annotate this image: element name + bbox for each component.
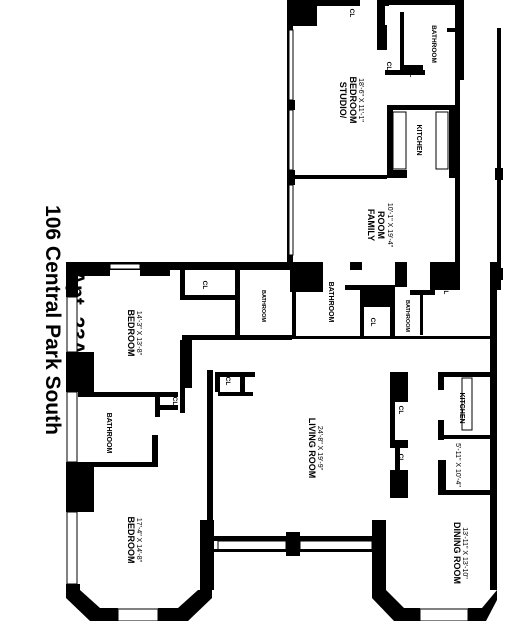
living-room-dims: 24'-8" X 19'-9"	[316, 426, 323, 471]
room-kitchen-bottom-dims: 5'-11" X 10'-4"	[454, 443, 461, 487]
room-bedroom-top: BEDROOM 14'-3" X 13'-8"	[126, 310, 142, 357]
bath-mid1-name: BATHROOM	[260, 290, 266, 322]
closet-1: CL	[348, 9, 355, 18]
room-studio-bedroom: STUDIO/ BEDROOM 18'-6" X 11'-1"	[338, 77, 364, 124]
room-bath-mid2: BATHROOM	[327, 282, 334, 323]
bath-mid3-name: BATHROOM	[404, 300, 410, 332]
room-bedroom-bottom: BEDROOM 17'-4" X 14'-8"	[126, 517, 142, 564]
walls-left-wing	[66, 262, 292, 621]
plan-title: 106 Central Park South Apt. 23AB	[41, 205, 88, 435]
title-line-1: 106 Central Park South	[41, 205, 64, 435]
closet-7: CL	[224, 377, 231, 386]
family-room-dims: 10'-1" X 19'-4"	[386, 203, 393, 248]
family-room-name-2: ROOM	[376, 211, 386, 239]
dining-room-name: DINING ROOM	[452, 522, 462, 584]
walls-main	[210, 28, 503, 621]
closet-4: CL	[201, 281, 208, 290]
closet-3: CL	[408, 69, 415, 78]
closet-6: CL	[369, 318, 376, 327]
bedroom-top-name: BEDROOM	[126, 310, 136, 357]
family-room-name-1: FAMILY	[366, 209, 376, 241]
room-bath-top: BATHROOM	[430, 25, 437, 63]
kitchen-bottom-dims: 5'-11" X 10'-4"	[454, 443, 461, 487]
room-bath-mid1: BATHROOM	[260, 290, 266, 322]
room-family: FAMILY ROOM 10'-1" X 19'-4"	[366, 203, 393, 248]
studio-bedroom-name-1: STUDIO/	[338, 82, 348, 119]
closet-10: CL	[397, 454, 404, 463]
room-bath-left: BATHROOM	[105, 413, 112, 454]
closet-2: CL	[385, 62, 392, 71]
bedroom-bottom-dims: 17'-4" X 14'-8"	[135, 518, 142, 563]
bath-top-name: BATHROOM	[430, 25, 437, 63]
bedroom-bottom-name: BEDROOM	[126, 517, 136, 564]
walls-upper-wing	[287, 0, 464, 292]
bath-left-name: BATHROOM	[105, 413, 112, 454]
closet-9: CL	[397, 406, 404, 415]
dining-room-dims: 13'-11" X 13'-10"	[461, 527, 468, 579]
kitchen-top-name: KITCHEN	[415, 124, 422, 155]
closet-8: CL	[171, 397, 178, 406]
studio-bedroom-dims: 18'-6" X 11'-1"	[357, 78, 364, 122]
living-room-name: LIVING ROOM	[307, 418, 317, 479]
studio-bedroom-name-2: BEDROOM	[348, 77, 358, 124]
room-living: LIVING ROOM 24'-8" X 19'-9"	[307, 418, 323, 479]
bedroom-top-dims: 14'-3" X 13'-8"	[135, 311, 142, 356]
room-dining: DINING ROOM 13'-11" X 13'-10"	[452, 522, 468, 584]
room-kitchen-top: KITCHEN	[415, 124, 422, 155]
closet-5: CL	[442, 286, 449, 295]
room-kitchen-bottom: KITCHEN	[458, 392, 465, 423]
closet-labels: CL CL CL CL CL CL CL CL CL CL	[171, 9, 449, 463]
kitchen-bottom-name: KITCHEN	[458, 392, 465, 423]
bath-mid2-name: BATHROOM	[327, 282, 334, 323]
room-bath-mid3: BATHROOM	[404, 300, 410, 332]
